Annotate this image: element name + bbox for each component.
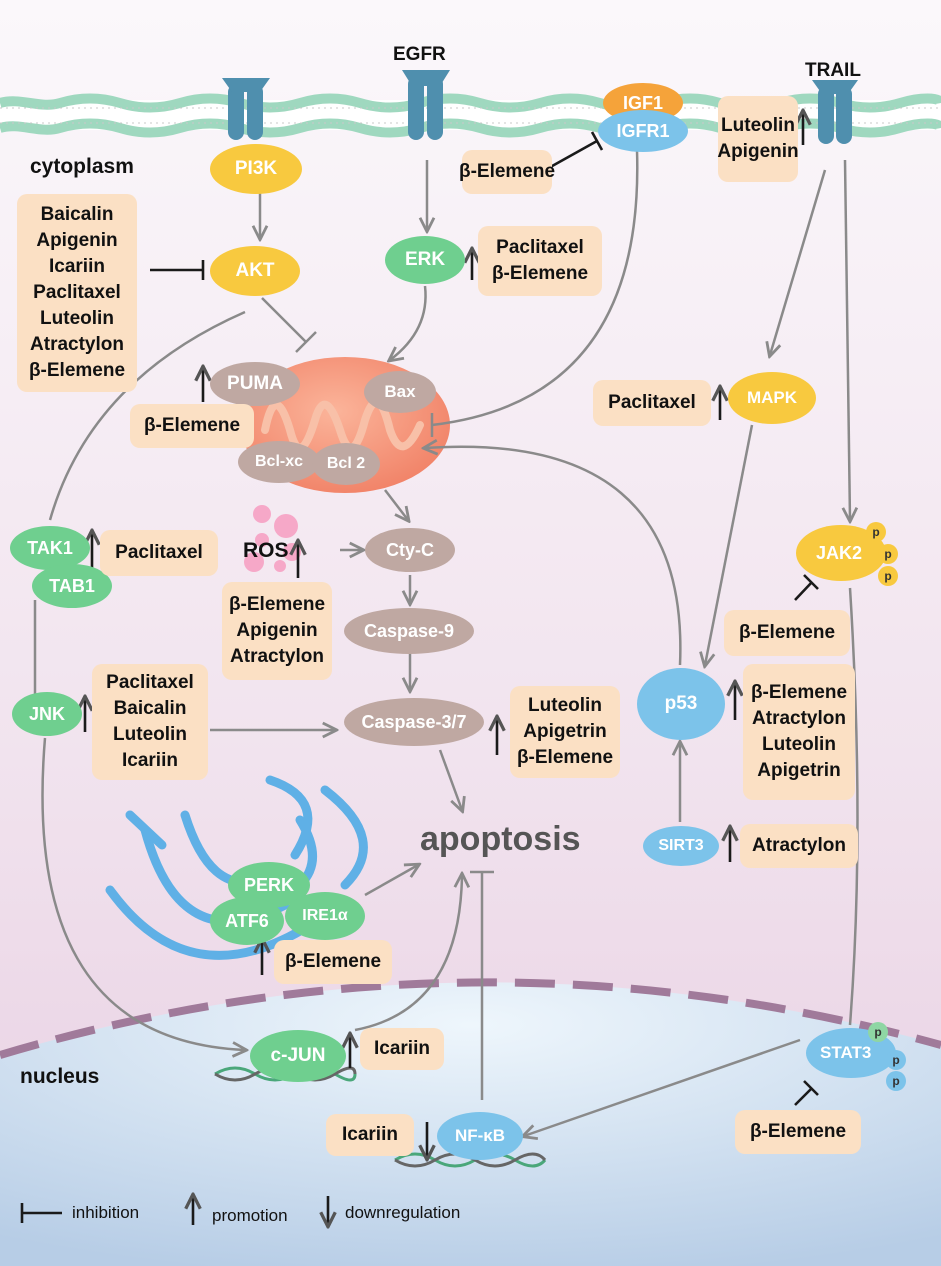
akt-node: AKT <box>210 246 300 296</box>
arrow-stat3-nfkb <box>524 1038 801 1136</box>
ros-bubbles <box>244 505 301 572</box>
stat3-p1: p <box>868 1022 888 1042</box>
apoptosis-label: apoptosis <box>420 820 581 858</box>
egfr-label: EGFR <box>393 44 446 65</box>
arrow-trail-jak2 <box>845 159 850 520</box>
erk-promoter-box: Paclitaxel β-Elemene <box>478 226 602 296</box>
ros-promoter-box: β-Elemene Apigenin Atractylon <box>222 582 332 680</box>
trail-promoter-box: Luteolin Apigenin <box>717 96 799 182</box>
inhibit-igfr1-mito <box>431 149 639 427</box>
stat3-p3: p <box>886 1071 906 1091</box>
egfr-receptor <box>402 70 450 140</box>
cell-membrane <box>0 93 941 138</box>
arrow-trail-mapk <box>770 169 827 355</box>
igfr1-inhibitor-box: β-Elemene <box>459 150 555 194</box>
tab1-node: TAB1 <box>32 564 112 608</box>
nucleus-label: nucleus <box>20 1065 100 1088</box>
trail-receptor <box>812 80 858 144</box>
sirt3-node: SIRT3 <box>643 826 719 866</box>
inhibit-akt-mito <box>261 297 307 343</box>
er-promoter-box: β-Elemene <box>274 940 392 984</box>
puma-promoter-box: β-Elemene <box>130 404 254 448</box>
pi3k-receptor <box>222 78 270 140</box>
arrow-er-apoptosis <box>364 865 418 897</box>
pi3k-node: PI3K <box>210 144 302 194</box>
bcl2-node: Bcl 2 <box>312 443 380 485</box>
mapk-promoter-box: Paclitaxel <box>593 380 711 426</box>
nfkb-down-box: Icariin <box>326 1114 414 1156</box>
inhibit-box-igfr1 <box>544 139 598 172</box>
jak2-p1: p <box>866 522 886 542</box>
jnk-node: JNK <box>12 692 82 736</box>
line-jak2-stat3 <box>848 587 859 1026</box>
caspase37-node: Caspase-3/7 <box>344 698 484 746</box>
jak2-inhibitor-box: β-Elemene <box>724 610 850 656</box>
p53-node: p53 <box>637 668 725 740</box>
arrow-mito-cytc <box>384 489 408 520</box>
jnk-promoter-box: Paclitaxel Baicalin Luteolin Icariin <box>92 664 208 780</box>
mapk-node: MAPK <box>728 372 816 424</box>
akt-inhibitor-box: Baicalin Apigenin Icariin Paclitaxel Lut… <box>17 194 137 392</box>
caspase-promoter-box: Luteolin Apigetrin β-Elemene <box>510 686 620 778</box>
jak2-p3: p <box>878 566 898 586</box>
legend-promotion: promotion <box>212 1206 288 1225</box>
legend-downregulation: downregulation <box>345 1203 461 1222</box>
arrow-casp37-apoptosis <box>438 749 462 810</box>
caspase9-node: Caspase-9 <box>344 608 474 654</box>
cjun-node: c-JUN <box>250 1030 346 1082</box>
inhibit-box-stat3 <box>794 1087 813 1106</box>
arrow-jnk-cjun <box>41 737 246 1050</box>
arrow-cjun-apoptosis <box>354 875 462 1032</box>
cytoplasm-label: cytoplasm <box>30 155 134 178</box>
cytc-node: Cty-C <box>365 528 455 572</box>
stat3-inhibitor-box: β-Elemene <box>735 1110 861 1154</box>
bax-node: Bax <box>364 371 436 413</box>
arrow-p53-mito <box>425 447 682 666</box>
line-akt-tak1 <box>48 310 246 521</box>
arrow-mapk-p53 <box>705 424 754 665</box>
igfr1-node: IGFR1 <box>598 110 688 152</box>
erk-node: ERK <box>385 236 465 284</box>
stat3-p2: p <box>886 1050 906 1070</box>
nfkb-node: NF-κB <box>437 1112 523 1160</box>
jak2-p2: p <box>878 544 898 564</box>
inhibit-box-jak2 <box>794 581 813 601</box>
bclxc-node: Bcl-xc <box>238 441 320 483</box>
p53-promoter-box: β-Elemene Atractylon Luteolin Apigetrin <box>743 664 855 800</box>
arrow-erk-mito <box>390 285 427 360</box>
ros-label: ROS <box>243 539 289 562</box>
atf6-node: ATF6 <box>210 897 284 945</box>
trail-label: TRAIL <box>805 60 861 81</box>
legend-inhibition: inhibition <box>72 1203 140 1222</box>
puma-node: PUMA <box>210 362 300 406</box>
cjun-promoter-box: Icariin <box>360 1028 444 1070</box>
ire1a-node: IRE1α <box>285 892 365 940</box>
tak1-node: TAK1 <box>10 526 90 570</box>
sirt3-promoter-box: Atractylon <box>740 824 858 868</box>
tak1-promoter-box: Paclitaxel <box>100 530 218 576</box>
